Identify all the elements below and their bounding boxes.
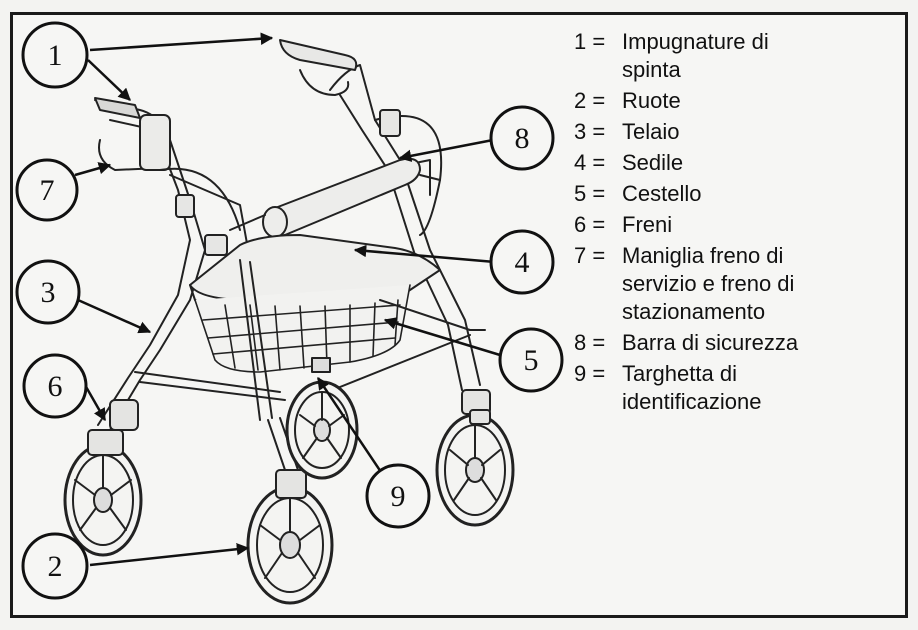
svg-text:7: 7: [40, 174, 55, 207]
legend-item-3: 3 = Telaio: [574, 118, 894, 146]
svg-text:2: 2: [48, 550, 63, 583]
arrow-1a: [89, 32, 274, 52]
legend-number: 5 =: [574, 181, 606, 206]
legend-item-8: 8 = Barra di sicurezza: [574, 329, 894, 357]
id-plate: [311, 357, 331, 373]
callout-4: 4: [489, 229, 555, 295]
legend-item-5: 5 = Cestello: [574, 180, 894, 208]
backrest-bar: [229, 157, 441, 238]
svg-text:9: 9: [391, 480, 406, 513]
callout-7: 7: [15, 158, 79, 222]
legend-line: Freni: [622, 212, 673, 237]
legend-line: Impugnature di: [622, 29, 769, 54]
svg-text:8: 8: [515, 122, 530, 155]
legend-item-2: 2 = Ruote: [574, 87, 894, 115]
arrow-3: [77, 298, 152, 334]
wheel-rear-center: [285, 380, 359, 480]
wheel-front-left: [63, 399, 143, 557]
arrow-6: [83, 384, 107, 422]
svg-text:3: 3: [41, 276, 56, 309]
arrow-1b: [87, 59, 131, 101]
svg-text:5: 5: [524, 344, 539, 377]
rollator-illustration: [63, 39, 515, 605]
arrow-5: [383, 317, 501, 357]
arrow-7: [74, 162, 112, 177]
legend-line: stazionamento: [622, 299, 766, 324]
svg-text:6: 6: [48, 370, 63, 403]
legend-line: Maniglia freno di: [622, 243, 784, 268]
callout-9: 9: [365, 463, 431, 529]
legend-text: Impugnature di spinta: [622, 28, 894, 84]
wheel-rear-right: [435, 389, 515, 527]
legend-line: Targhetta di: [622, 361, 737, 386]
legend-number: 1 =: [574, 29, 606, 54]
callout-3: 3: [15, 259, 81, 325]
legend: 1 = Impugnature di spinta 2 = Ruote 3 = …: [574, 28, 894, 419]
legend-text: Targhetta di identificazione: [622, 360, 894, 416]
legend-line: servizio e freno di: [622, 271, 795, 296]
legend-item-7: 7 = Maniglia freno di servizio e freno d…: [574, 242, 894, 326]
callout-5: 5: [498, 327, 564, 393]
legend-number: 8 =: [574, 330, 606, 355]
legend-line: Telaio: [622, 119, 680, 144]
legend-number: 3 =: [574, 119, 606, 144]
arrow-4: [353, 244, 496, 264]
legend-number: 9 =: [574, 361, 606, 386]
legend-number: 7 =: [574, 243, 606, 268]
cross-bars: [134, 259, 486, 421]
legend-number: 6 =: [574, 212, 606, 237]
legend-item-1: 1 = Impugnature di spinta: [574, 28, 894, 84]
legend-line: Ruote: [622, 88, 681, 113]
legend-item-9: 9 = Targhetta di identificazione: [574, 360, 894, 416]
basket: [194, 284, 411, 373]
legend-line: identificazione: [622, 389, 762, 414]
legend-text: Maniglia freno di servizio e freno di st…: [622, 242, 894, 326]
callout-8: 8: [489, 105, 555, 171]
callout-2: 2: [21, 532, 89, 600]
legend-item-4: 4 = Sedile: [574, 149, 894, 177]
legend-line: Sedile: [622, 150, 684, 175]
arrow-9: [316, 376, 387, 479]
legend-item-6: 6 = Freni: [574, 211, 894, 239]
legend-line: Barra di sicurezza: [622, 330, 799, 355]
callouts: 1 7 3 6 2 8 4 5: [15, 21, 564, 600]
arrow-2: [89, 542, 250, 567]
legend-line: Cestello: [622, 181, 702, 206]
leader-lines: [74, 32, 501, 567]
svg-text:4: 4: [515, 246, 530, 279]
legend-number: 4 =: [574, 150, 606, 175]
arrow-8: [398, 138, 494, 162]
legend-number: 2 =: [574, 88, 606, 113]
callout-6: 6: [22, 353, 88, 419]
svg-text:1: 1: [48, 39, 63, 72]
legend-line: spinta: [622, 57, 681, 82]
callout-1: 1: [21, 21, 89, 89]
